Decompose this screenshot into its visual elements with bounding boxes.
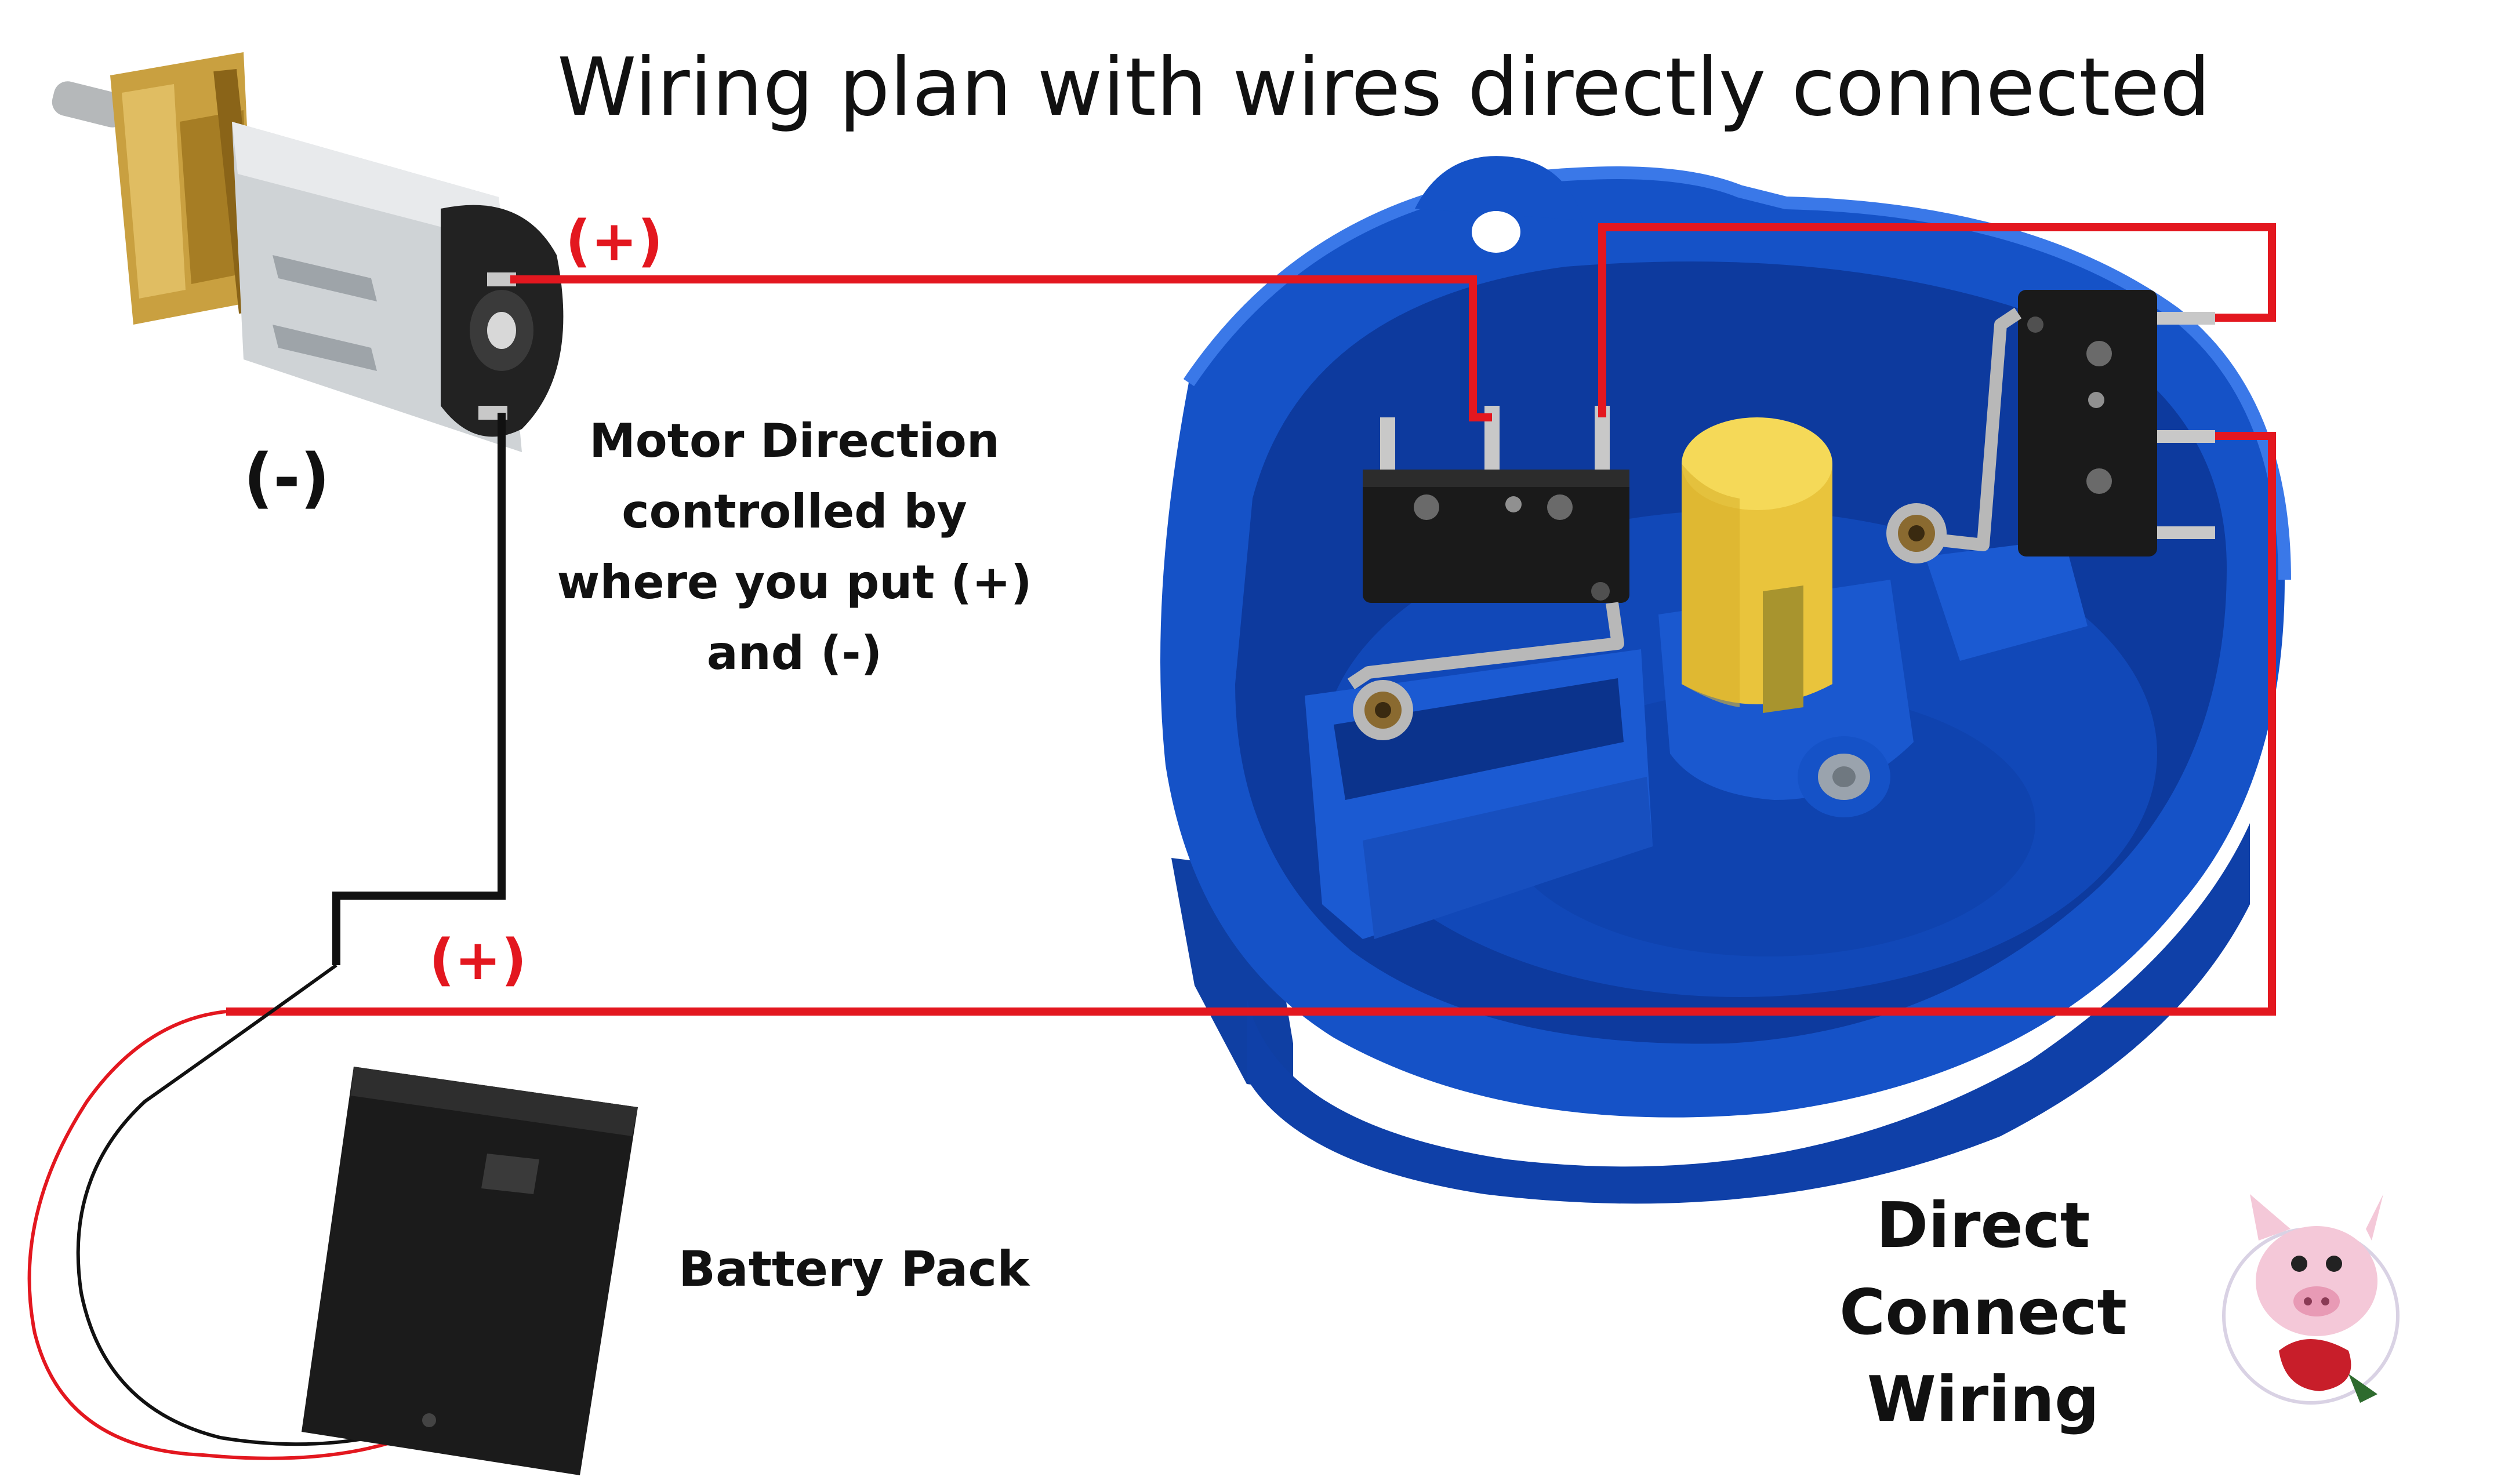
mounting-hole xyxy=(1472,211,1520,253)
wire-motor-negative xyxy=(332,413,506,965)
battery-pack-label: Battery Pack xyxy=(678,1241,1030,1297)
wire-switch-link xyxy=(1598,223,2276,417)
battery-positive-label: (+) xyxy=(429,928,527,992)
direct-connect-label: Direct Connect Wiring xyxy=(1751,1183,2215,1443)
direct-connect-line-1: Direct Connect xyxy=(1839,1190,2128,1349)
dc-gear-motor xyxy=(52,52,564,452)
motor-direction-line-2: controlled by xyxy=(622,485,967,539)
micro-switch-right xyxy=(1886,290,2215,563)
direct-connect-line-2: Wiring xyxy=(1867,1363,2100,1436)
blue-enclosure xyxy=(1160,156,2291,1204)
motor-positive-label: (+) xyxy=(565,209,663,274)
micro-switch-left xyxy=(1347,406,1629,740)
motor-direction-note: Motor Direction controlled by where you … xyxy=(545,406,1044,689)
wires xyxy=(27,223,2276,1460)
wire-motor-positive xyxy=(510,275,1492,421)
yellow-cam xyxy=(1682,417,1832,713)
wire-battery-positive xyxy=(226,432,2276,1016)
motor-direction-line-3: where you put (+) xyxy=(557,555,1032,609)
motor-direction-line-1: Motor Direction xyxy=(589,414,1000,468)
battery-pack xyxy=(302,1067,638,1475)
diagram-title: Wiring plan with wires directly connecte… xyxy=(557,41,2210,134)
motor-direction-line-4: and (-) xyxy=(706,626,883,680)
motor-negative-label: (-) xyxy=(244,441,330,516)
pig-logo xyxy=(2222,1194,2400,1405)
